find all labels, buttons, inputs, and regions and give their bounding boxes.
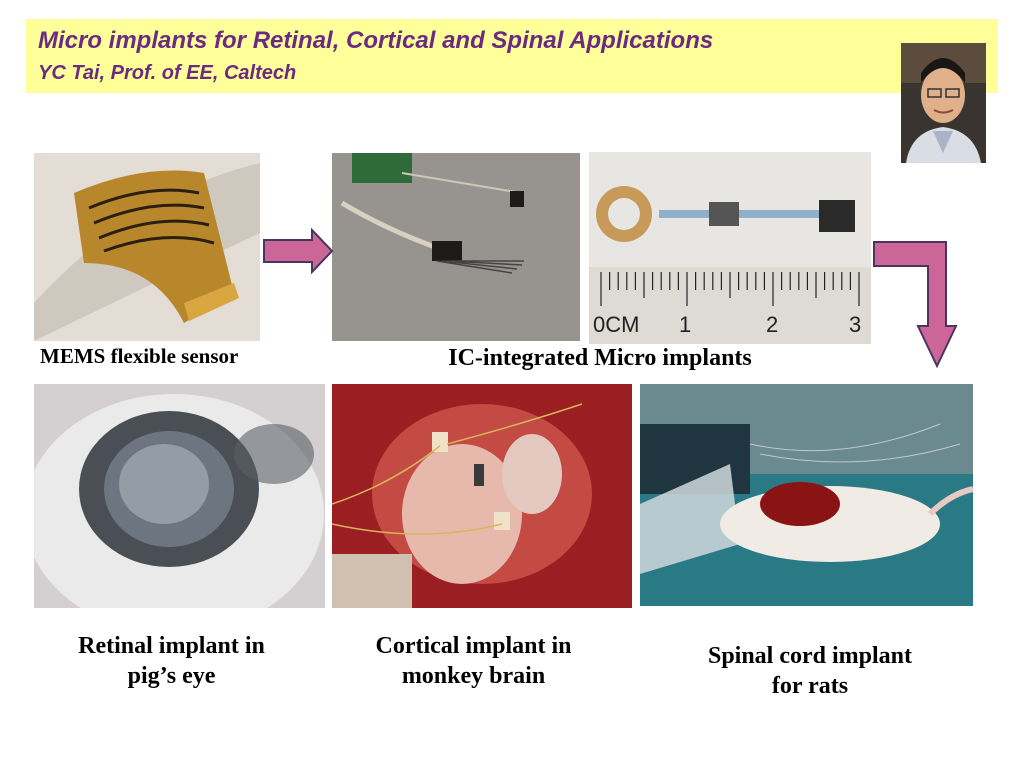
ruler-implant-photo: 0CM 1 2 3: [589, 152, 871, 344]
retinal-implant-photo: [34, 384, 325, 608]
ruler-unit-label: 0CM: [593, 312, 640, 337]
right-arrow-icon: [263, 228, 334, 274]
ruler-tick-label: 3: [849, 312, 862, 337]
slide-title: Micro implants for Retinal, Cortical and…: [38, 27, 714, 54]
caption-spinal-line2: for rats: [771, 673, 849, 699]
cortical-implant-photo: [332, 384, 632, 608]
caption-cortical-implant: Cortical implant in monkey brain: [332, 631, 615, 691]
caption-spinal-implant: Spinal cord implant for rats: [660, 641, 960, 701]
probe-photo: [332, 153, 580, 341]
caption-retinal-line2: pig’s eye: [127, 663, 216, 689]
caption-retinal-line1: Retinal implant in: [78, 633, 265, 659]
portrait-photo: [901, 43, 986, 163]
mems-sensor-photo: [34, 153, 260, 341]
caption-cortical-line2: monkey brain: [401, 663, 546, 689]
caption-ic-implants: IC-integrated Micro implants: [448, 345, 752, 371]
slide-subtitle: YC Tai, Prof. of EE, Caltech: [38, 62, 297, 84]
spinal-implant-photo: [640, 384, 973, 606]
title-band: [26, 19, 998, 93]
ruler-tick-label: 1: [679, 312, 692, 337]
caption-mems-sensor: MEMS flexible sensor: [40, 344, 239, 368]
caption-cortical-line1: Cortical implant in: [375, 633, 572, 659]
ruler-tick-label: 2: [766, 312, 779, 337]
bent-down-arrow-icon: [873, 241, 958, 368]
caption-spinal-line1: Spinal cord implant: [707, 643, 913, 669]
caption-retinal-implant: Retinal implant in pig’s eye: [34, 631, 309, 691]
